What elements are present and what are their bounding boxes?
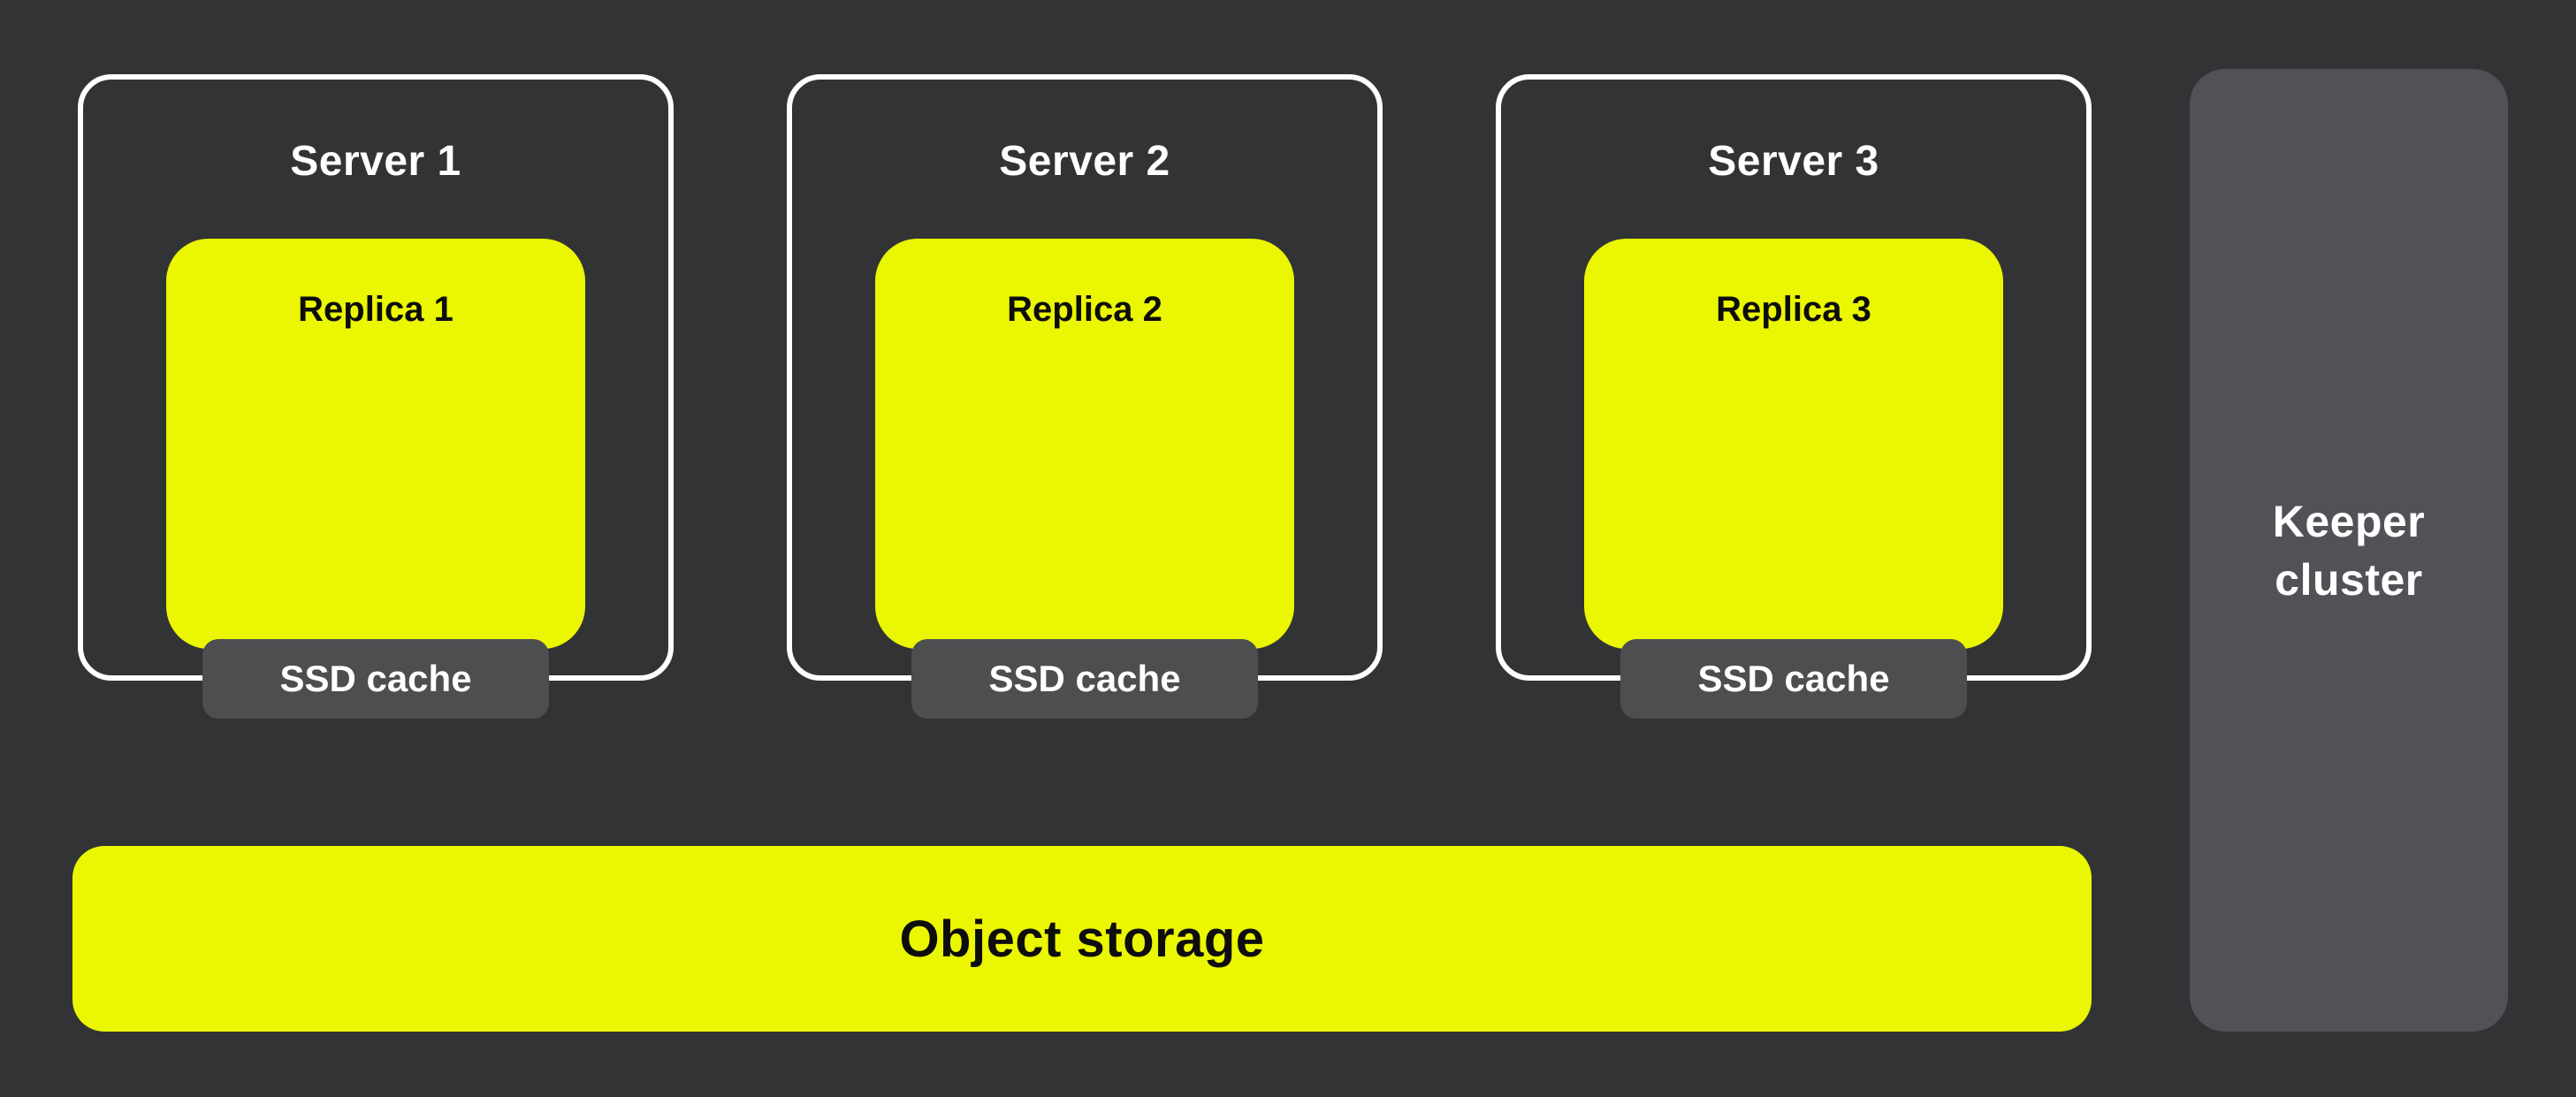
server-3-box: Server 3 Replica 3 SSD cache [1496,74,2092,719]
replica-1-label: Replica 1 [298,290,453,329]
object-storage-bar: Object storage [72,846,2092,1032]
replica-3-box: Replica 3 [1584,239,2003,649]
replica-2-box: Replica 2 [875,239,1294,649]
ssd-cache-label-1: SSD cache [279,658,472,699]
ssd-cache-badge-3: SSD cache [1620,639,1967,719]
ssd-cache-label-3: SSD cache [1697,658,1890,699]
ssd-cache-badge-2: SSD cache [911,639,1258,719]
keeper-cluster-box: Keeper cluster [2190,69,2508,1032]
server-1-box: Server 1 Replica 1 SSD cache [78,74,674,719]
replica-3-label: Replica 3 [1716,290,1871,329]
replica-1-box: Replica 1 [166,239,585,649]
object-storage-label: Object storage [899,910,1265,968]
ssd-cache-label-2: SSD cache [988,658,1181,699]
keeper-cluster-label: Keeper cluster [2272,496,2426,605]
server-2-title: Server 2 [999,138,1170,185]
replica-2-label: Replica 2 [1007,290,1162,329]
ssd-cache-badge-1: SSD cache [202,639,549,719]
server-3-title: Server 3 [1708,138,1879,185]
server-1-title: Server 1 [290,138,461,185]
server-2-box: Server 2 Replica 2 SSD cache [787,74,1383,719]
